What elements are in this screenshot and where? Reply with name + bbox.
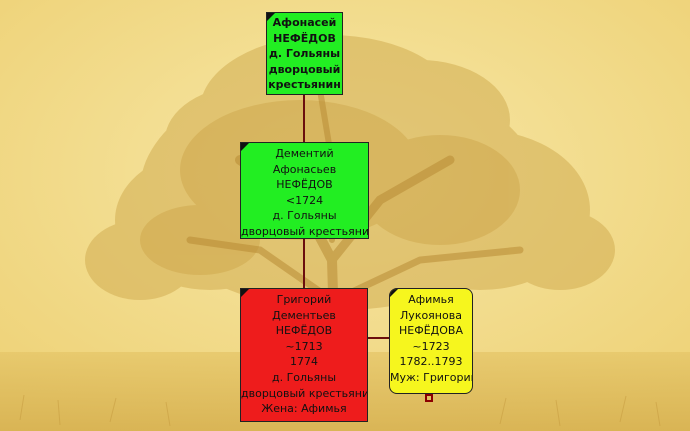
person-line: д. Гольяны bbox=[271, 370, 337, 384]
person-line: дворцовый крестьянин bbox=[241, 224, 369, 238]
connector-dementiy-grigoriy bbox=[303, 239, 305, 288]
person-line: НЕФЁДОВ bbox=[273, 31, 336, 45]
person-card-afimya[interactable]: Афимья Лукоянова НЕФЁДОВА ~1723 1782..17… bbox=[389, 288, 473, 394]
person-line: <1724 bbox=[285, 193, 324, 207]
person-line: НЕФЁДОВ bbox=[276, 178, 333, 192]
person-line: крестьянин bbox=[268, 78, 341, 92]
corner-marker bbox=[390, 289, 398, 297]
person-line: Дементьев bbox=[272, 308, 336, 322]
person-line: д. Гольяны bbox=[268, 47, 341, 61]
person-line: ~1713 bbox=[285, 339, 323, 353]
person-card-afonasey[interactable]: Афонасей НЕФЁДОВ д. Гольяны дворцовый кр… bbox=[266, 12, 343, 95]
person-line: Афонасьев bbox=[272, 162, 337, 176]
person-line: д. Гольяны bbox=[272, 209, 337, 223]
person-line: Афимья bbox=[408, 293, 454, 306]
person-line: Афонасей bbox=[272, 16, 337, 29]
person-line: дворцовый крестьянин bbox=[241, 386, 368, 400]
person-line: НЕФЁДОВ bbox=[275, 324, 333, 338]
connector-afonasey-dementiy bbox=[303, 95, 305, 142]
corner-marker bbox=[241, 289, 249, 297]
person-line: Лукоянова bbox=[400, 308, 462, 322]
person-line: Григорий bbox=[276, 293, 332, 306]
connector-marriage bbox=[368, 337, 389, 339]
marriage-marker[interactable] bbox=[425, 394, 433, 402]
person-line: дворцовый bbox=[268, 62, 341, 76]
person-line: Дементий bbox=[275, 147, 334, 160]
corner-marker bbox=[241, 143, 249, 151]
person-card-dementiy[interactable]: Дементий Афонасьев НЕФЁДОВ <1724 д. Голь… bbox=[240, 142, 369, 239]
person-line: НЕФЁДОВА bbox=[399, 324, 463, 338]
corner-marker bbox=[267, 13, 275, 21]
person-line: 1782..1793 bbox=[399, 355, 463, 369]
person-line: Жена: Афимья bbox=[261, 402, 347, 416]
person-line: ~1723 bbox=[412, 339, 450, 353]
person-line: Муж: Григорий bbox=[390, 370, 473, 384]
person-line: 1774 bbox=[290, 355, 318, 369]
person-card-grigoriy[interactable]: Григорий Дементьев НЕФЁДОВ ~1713 1774 д.… bbox=[240, 288, 368, 422]
